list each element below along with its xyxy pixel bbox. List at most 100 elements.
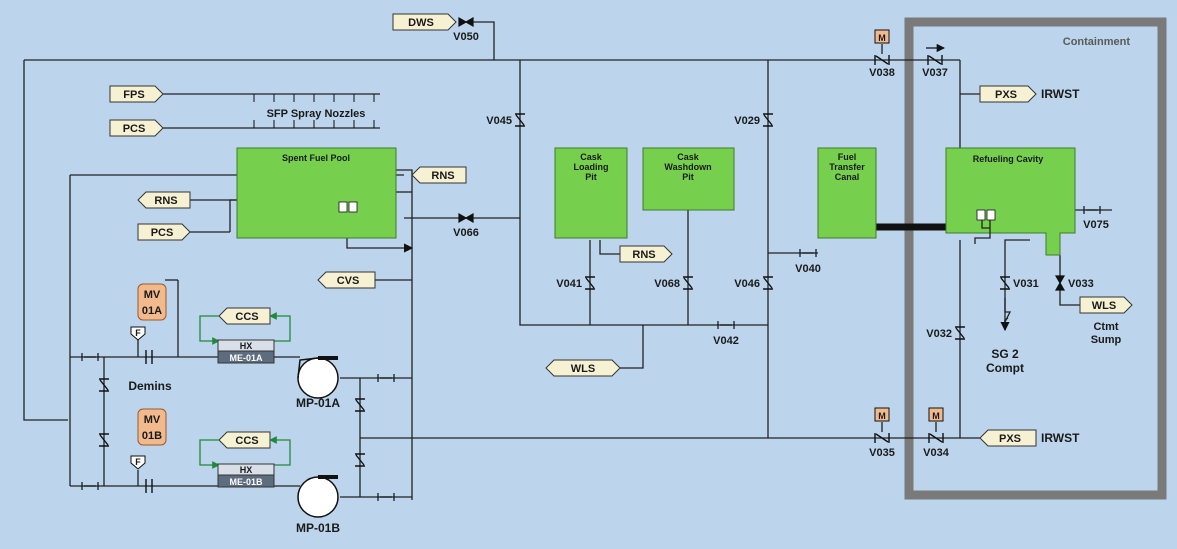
valve-v033-label: V033 [1068,278,1094,290]
pump-mp01a[interactable] [297,356,339,399]
pump-mp01a-label: MP-01A [296,396,340,410]
fuel-transfer-canal-line1: Fuel [838,152,857,162]
spray-nozzles-label: SFP Spray Nozzles [267,108,366,120]
valve-v037-label: V037 [922,67,948,79]
tag-pcs-left[interactable]: PCS [137,223,191,241]
svg-text:CCS: CCS [235,311,258,323]
svg-text:ME-01B: ME-01B [229,477,263,487]
cask-washdown-pit-line3: Pit [682,172,694,182]
tag-rns-left[interactable]: RNS [137,191,191,209]
hx-me01b[interactable]: HX ME-01B [217,463,275,488]
irwst-bottom-label: IRWST [1041,431,1080,445]
filter-a-icon: F [130,326,146,341]
mv-01a[interactable]: MV 01A [137,283,167,321]
refueling-cavity[interactable]: Refueling Cavity [945,147,1076,256]
svg-text:PXS: PXS [999,433,1021,445]
valve-v038-label: V038 [869,67,895,79]
valve-v042-label: V042 [713,335,739,347]
svg-text:FPS: FPS [123,89,144,101]
svg-text:RNS: RNS [154,195,177,207]
valve-v033[interactable] [1055,275,1065,291]
containment-wall [904,17,1167,500]
tag-rns-cask[interactable]: RNS [619,245,673,263]
fuel-transfer-canal[interactable]: Fuel Transfer Canal [817,147,877,239]
tag-pcs-top[interactable]: PCS [109,119,164,137]
svg-text:CVS: CVS [337,275,360,287]
spent-fuel-pool[interactable]: Spent Fuel Pool [236,147,397,239]
svg-text:F: F [135,457,141,467]
valve-v050[interactable] [458,17,474,27]
filter-b-icon: F [130,455,146,470]
svg-text:DWS: DWS [408,17,434,29]
hx-me01a[interactable]: HX ME-01A [217,339,275,364]
svg-text:MV: MV [144,289,161,301]
valve-v075-label: V075 [1083,219,1109,231]
tag-cvs[interactable]: CVS [317,271,376,289]
svg-text:01A: 01A [142,305,162,317]
ctmt-line1: Ctmt [1093,321,1118,333]
valve-v032-label: V032 [926,328,952,340]
ctmt-line2: Sump [1091,334,1122,346]
svg-text:PXS: PXS [995,89,1017,101]
svg-text:M: M [878,33,886,43]
mv-01b[interactable]: MV 01B [137,408,167,446]
refueling-cavity-label: Refueling Cavity [973,154,1044,164]
cask-loading-pit-line2: Loading [574,162,609,172]
tag-pxs-top[interactable]: PXS [979,85,1037,103]
tag-dws[interactable]: DWS [392,13,457,31]
valve-v066-label: V066 [453,227,479,239]
pump-mp01b[interactable] [297,475,339,518]
cask-washdown-pit-line1: Cask [677,152,700,162]
svg-text:M: M [932,411,940,421]
cask-loading-pit-line3: Pit [585,172,597,182]
svg-text:RNS: RNS [632,249,655,261]
svg-text:PCS: PCS [151,227,174,239]
irwst-top-label: IRWST [1041,87,1080,101]
demin-a-icon [145,350,153,364]
svg-text:HX: HX [240,465,253,475]
cask-washdown-pit-line2: Washdown [664,162,711,172]
containment-label: Containment [1063,36,1131,48]
valve-v034-label: V034 [923,447,950,459]
valve-v046-label: V046 [734,278,760,290]
svg-text:01B: 01B [142,430,162,442]
tag-ccs-b[interactable]: CCS [218,431,271,449]
svg-text:RNS: RNS [431,170,454,182]
tag-wls-right[interactable]: WLS [1079,296,1133,314]
cask-loading-pit[interactable]: Cask Loading Pit [554,147,628,239]
valve-v050-label: V050 [453,31,479,43]
spent-fuel-pool-label: Spent Fuel Pool [282,153,350,163]
valve-v029-label: V029 [734,115,760,127]
svg-text:M: M [878,411,886,421]
demin-b-icon [145,479,153,493]
cask-washdown-pit[interactable]: Cask Washdown Pit [642,147,735,211]
valve-v040-label: V040 [795,263,821,275]
fuel-transfer-canal-line2: Transfer [829,162,865,172]
svg-text:ME-01A: ME-01A [229,353,263,363]
tag-rns-pool[interactable]: RNS [411,166,467,184]
svg-text:F: F [135,328,141,338]
valve-v031-label: V031 [1013,278,1039,290]
sg2-line1: SG 2 [991,347,1019,361]
svg-text:HX: HX [240,341,253,351]
tag-ccs-a[interactable]: CCS [218,307,271,325]
svg-text:MV: MV [144,414,161,426]
spray-nozzles [253,94,375,128]
cask-loading-pit-line1: Cask [580,152,603,162]
valve-v045-label: V045 [486,115,512,127]
fuel-transfer-canal-line3: Canal [835,172,860,182]
valve-v068-label: V068 [654,278,680,290]
demins-label: Demins [128,379,172,393]
valve-v066[interactable] [458,213,474,223]
tag-pxs-bottom[interactable]: PXS [979,429,1037,447]
svg-text:WLS: WLS [1092,300,1116,312]
valve-v035-label: V035 [869,447,895,459]
sg2-line2: Compt [986,361,1024,375]
pump-mp01b-label: MP-01B [296,521,340,535]
train-valves [81,206,1101,501]
svg-text:PCS: PCS [123,123,146,135]
tag-fps[interactable]: FPS [109,85,164,103]
svg-text:WLS: WLS [571,363,595,375]
tag-wls-mid[interactable]: WLS [545,359,621,377]
